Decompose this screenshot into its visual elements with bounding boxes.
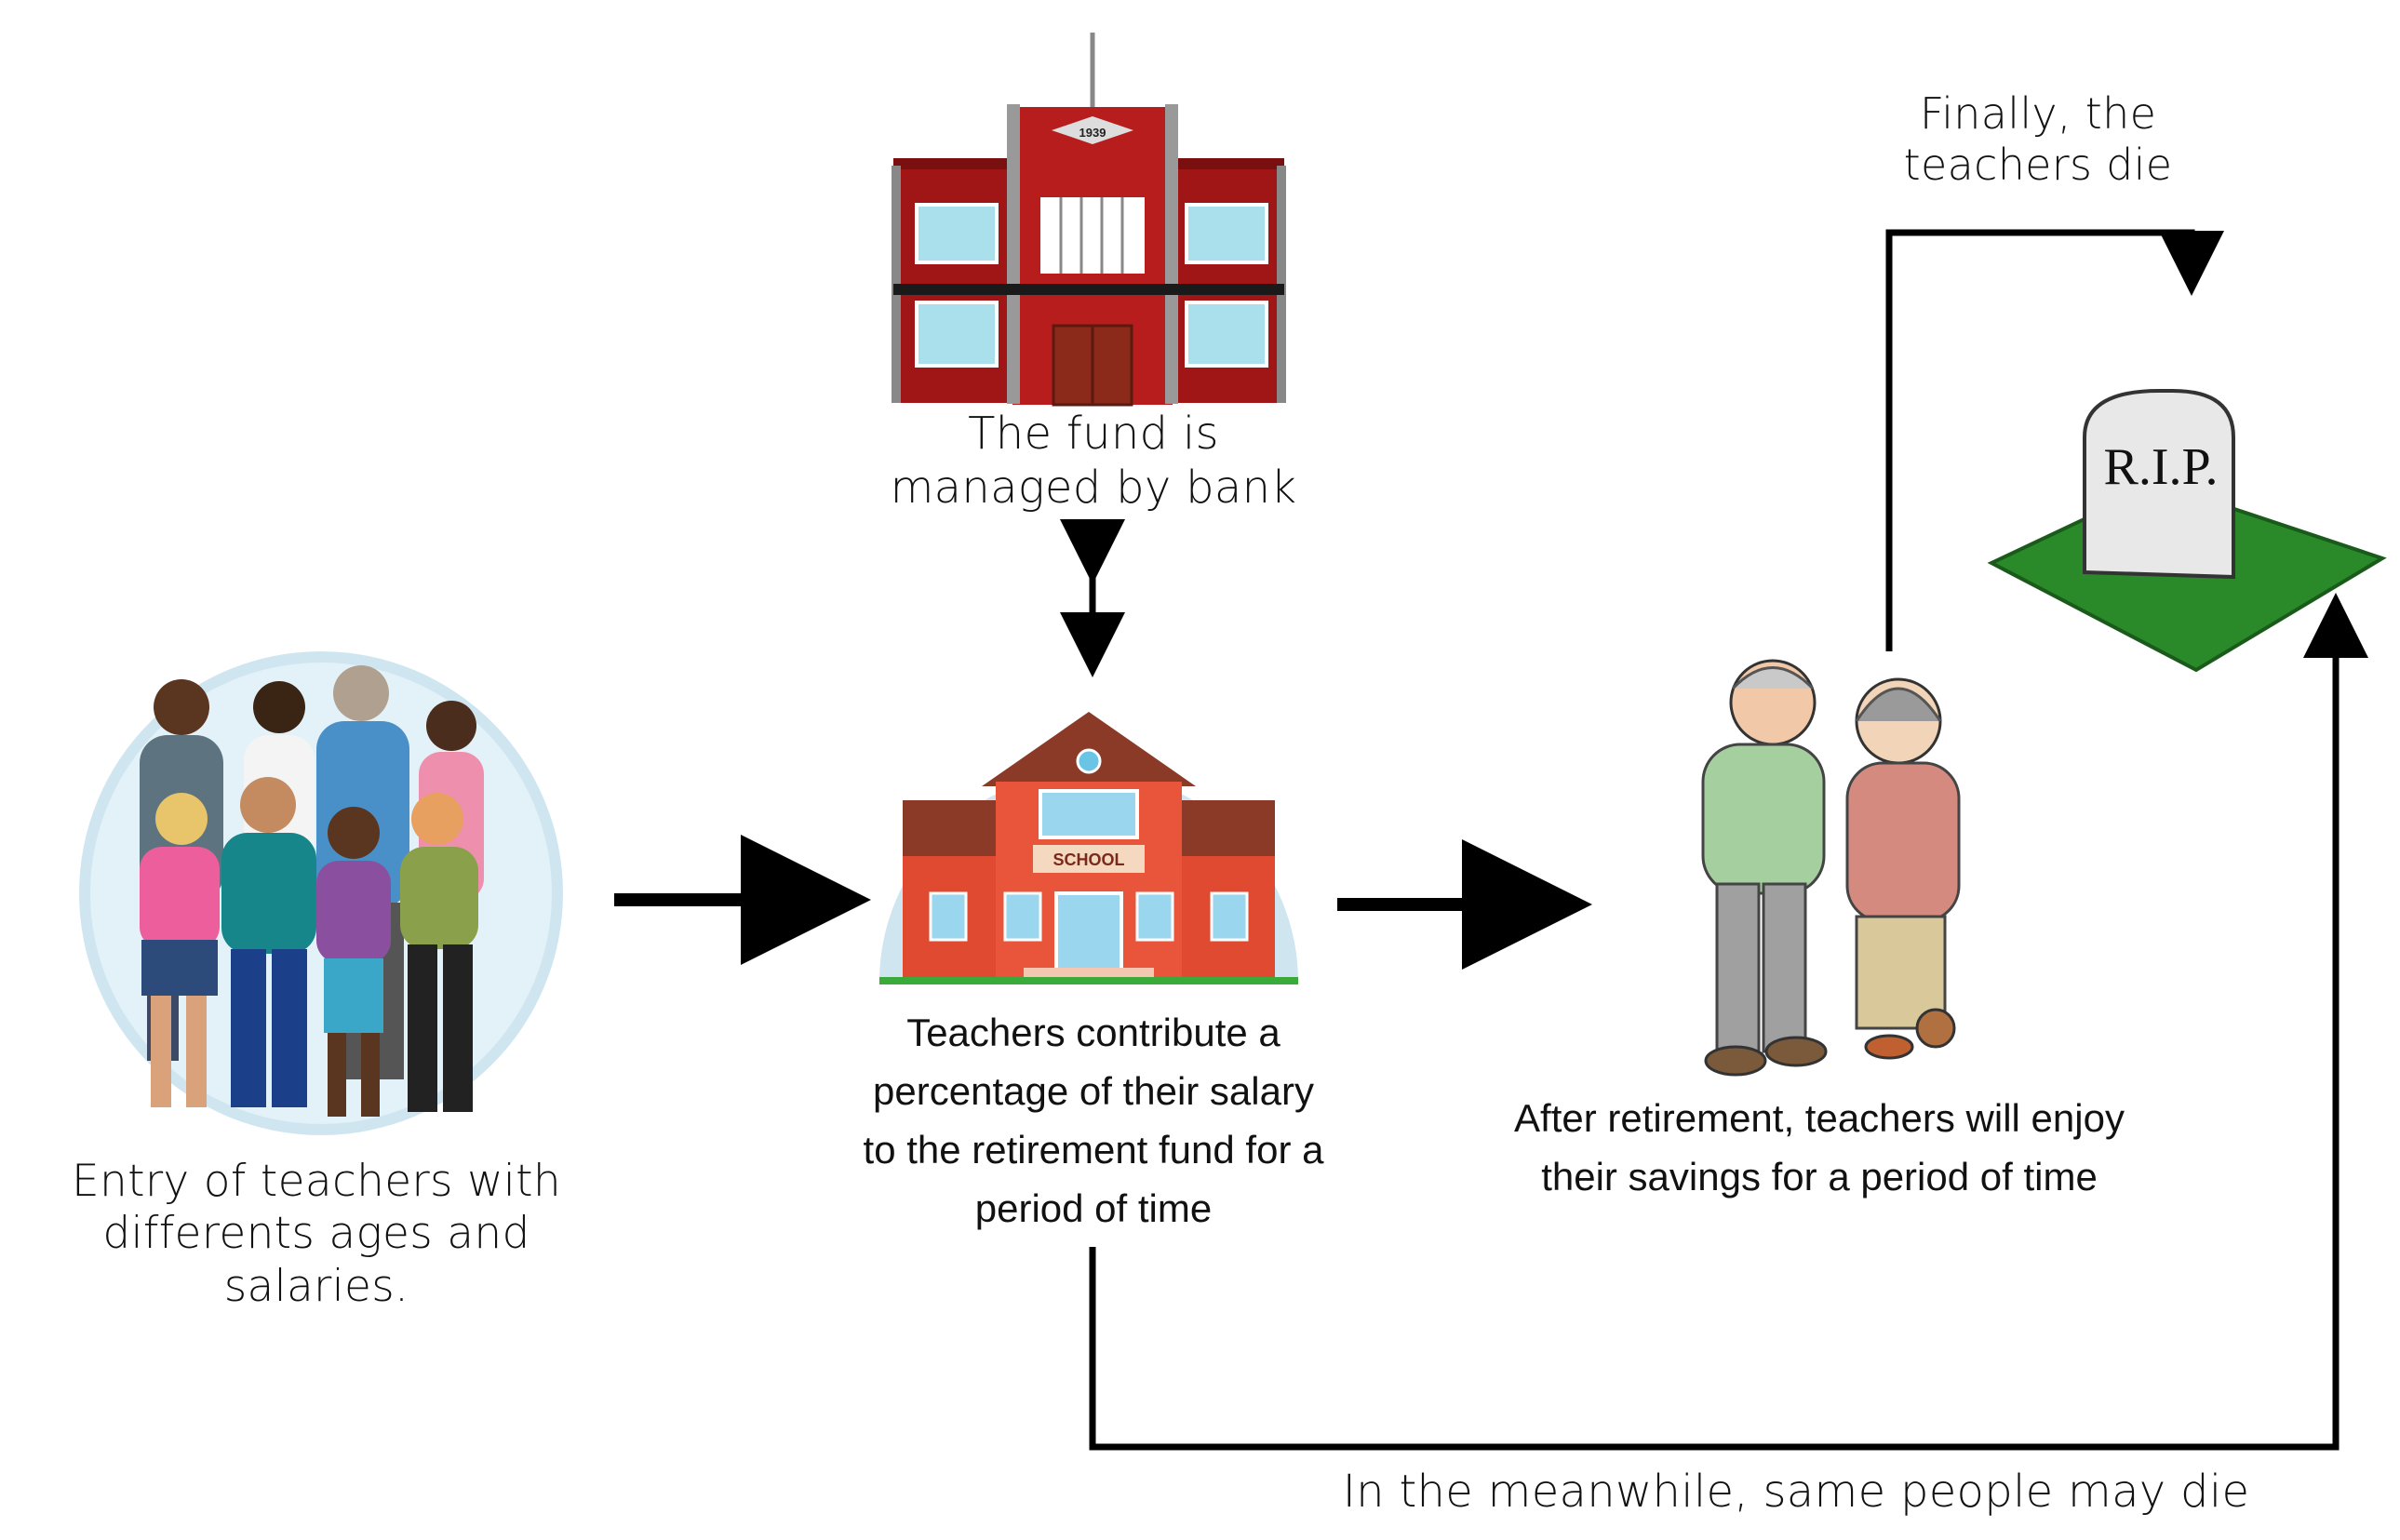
bank-year-sign: 1939 — [1079, 126, 1106, 140]
node-label-contribution: Teachers contribute a percentage of thei… — [863, 1011, 1324, 1230]
arrows — [614, 229, 2368, 1451]
bank-building-icon: 1939 — [892, 33, 1286, 407]
node-label-entry: Entry of teachers with differents ages a… — [72, 1156, 561, 1312]
gravestone-icon: R.I.P. — [1987, 389, 2387, 673]
elderly-couple-icon — [1701, 659, 1961, 1077]
edge-label-meanwhile: In the meanwhile, same people may die — [1342, 1466, 2250, 1518]
school-building-icon: SCHOOL — [879, 712, 1298, 984]
group-of-people-icon — [79, 651, 563, 1135]
arrow-meanwhile-death — [1089, 593, 2368, 1451]
node-label-death: Finally, the teachers die — [1903, 88, 2173, 191]
node-label-bank: The fund is managed by bank — [890, 408, 1297, 514]
school-sign: SCHOOL — [1053, 850, 1124, 869]
node-label-retirement: After retirement, teachers will enjoy th… — [1514, 1096, 2125, 1199]
gravestone-text: R.I.P. — [2104, 438, 2219, 496]
arrow-retirement-to-death — [1885, 229, 2224, 651]
